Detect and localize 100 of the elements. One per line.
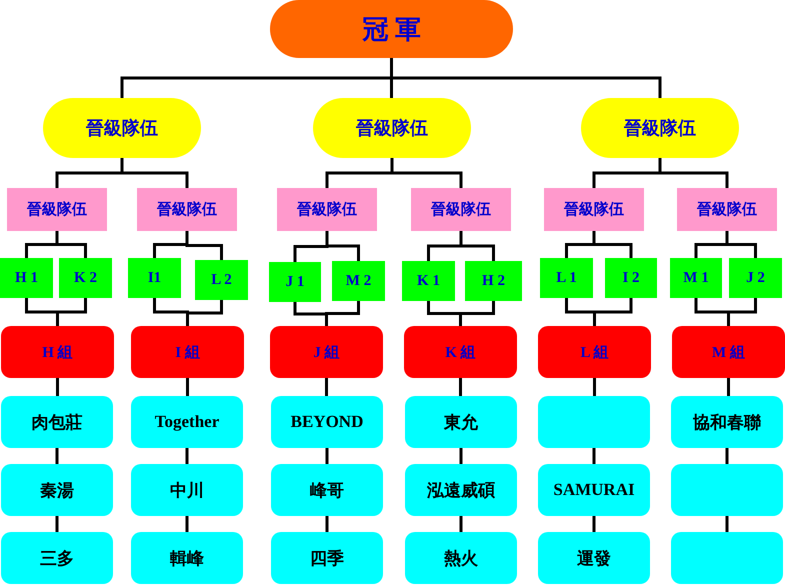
team-box xyxy=(131,464,243,516)
round-label: 晉級隊伍 xyxy=(624,117,696,140)
team-name: BEYOND xyxy=(290,412,364,432)
seed-label: K 2 xyxy=(74,270,97,286)
group-box xyxy=(672,326,785,378)
bracket-line xyxy=(658,158,728,188)
round-label: 晉級隊伍 xyxy=(27,200,87,219)
seed-label: I1 xyxy=(148,270,162,286)
team-name: SAMURAI xyxy=(553,480,635,500)
group-box xyxy=(1,326,114,378)
team-box xyxy=(538,532,650,584)
team-name: 峰哥 xyxy=(310,480,344,502)
bracket-line xyxy=(592,448,596,464)
bracket-line xyxy=(186,231,223,260)
seed-box xyxy=(59,258,112,298)
round-label: 冠 軍 xyxy=(362,14,421,46)
team-box xyxy=(405,396,517,448)
team-name: 泓遠威碩 xyxy=(427,480,495,502)
group-label: M 組 xyxy=(712,344,745,362)
group-box xyxy=(131,326,244,378)
team-box xyxy=(1,464,113,516)
bracket-line xyxy=(593,298,632,326)
team-name: 熱火 xyxy=(444,548,478,570)
qualifier-box xyxy=(137,188,237,231)
bracket-line xyxy=(326,516,328,532)
seed-label: J 1 xyxy=(286,274,304,290)
team-box xyxy=(131,396,243,448)
seed-label: H 2 xyxy=(482,272,505,290)
bracket-line xyxy=(120,158,188,188)
seed-label: L 1 xyxy=(556,270,577,286)
bracket-line xyxy=(459,378,462,396)
bracket-line xyxy=(56,448,58,464)
bracket-line xyxy=(726,516,728,532)
bracket-line xyxy=(186,300,223,326)
round-label: 晉級隊伍 xyxy=(697,200,757,219)
team-name: 輯峰 xyxy=(170,548,204,570)
round-label: 晉級隊伍 xyxy=(431,200,491,219)
bracket-line xyxy=(460,516,462,532)
group-box xyxy=(270,326,383,378)
round-label: 晉級隊伍 xyxy=(157,200,217,219)
bracket-line xyxy=(186,516,188,532)
team-name: 三多 xyxy=(40,548,74,570)
bracket-line xyxy=(326,231,360,261)
seed-label: H 1 xyxy=(15,270,38,286)
seed-box xyxy=(402,261,455,301)
team-name: Together xyxy=(154,412,220,432)
bracket-line xyxy=(460,448,462,464)
bracket-line xyxy=(460,231,495,261)
team-name: 秦湯 xyxy=(40,480,74,502)
bracket-line xyxy=(390,158,462,188)
bracket-line xyxy=(56,298,87,326)
seed-box xyxy=(605,258,657,298)
team-box xyxy=(671,464,783,516)
bracket-line xyxy=(56,378,59,396)
team-box xyxy=(405,532,517,584)
qualifier-box xyxy=(277,188,377,231)
team-name: 四季 xyxy=(310,548,344,570)
seed-box xyxy=(195,260,248,300)
seed-label: I 2 xyxy=(622,270,640,286)
bracket-line xyxy=(727,298,757,326)
bracket-line xyxy=(186,378,189,396)
bracket-line xyxy=(325,378,328,396)
team-box xyxy=(671,396,783,448)
seed-box xyxy=(332,261,385,301)
group-label: H 組 xyxy=(42,344,73,362)
seed-box xyxy=(729,258,782,298)
seed-box xyxy=(465,261,522,301)
qualifier-box xyxy=(677,188,777,231)
seed-box xyxy=(540,258,593,298)
team-name: 肉包莊 xyxy=(32,412,82,434)
group-label: L 組 xyxy=(580,344,608,362)
qualifier-box xyxy=(7,188,107,231)
seed-label: K 1 xyxy=(417,272,440,290)
bracket-line xyxy=(186,448,188,464)
seed-label: J 2 xyxy=(746,270,765,286)
bracket-line xyxy=(56,231,87,258)
team-box xyxy=(1,396,113,448)
seed-label: L 2 xyxy=(211,272,232,288)
bracket-line xyxy=(592,516,596,532)
team-box xyxy=(271,532,383,584)
team-box xyxy=(405,464,517,516)
group-label: K 組 xyxy=(445,344,476,362)
seed-label: M 2 xyxy=(346,272,372,290)
qualifier-box xyxy=(544,188,644,231)
bracket-line xyxy=(326,448,328,464)
seed-label: M 1 xyxy=(683,270,709,286)
bracket-line xyxy=(56,516,58,532)
team-box xyxy=(271,464,383,516)
bracket-line xyxy=(593,378,596,396)
round-label: 晉級隊伍 xyxy=(356,117,428,140)
team-box xyxy=(538,396,650,448)
group-label: J 組 xyxy=(313,344,340,362)
bracket-line xyxy=(390,58,662,98)
team-box xyxy=(131,532,243,584)
seed-box xyxy=(269,262,321,302)
team-name: 東允 xyxy=(444,412,478,434)
group-label: I 組 xyxy=(175,344,200,362)
bracket-line xyxy=(325,301,360,326)
round-label: 晉級隊伍 xyxy=(564,200,624,219)
team-box xyxy=(538,464,650,516)
